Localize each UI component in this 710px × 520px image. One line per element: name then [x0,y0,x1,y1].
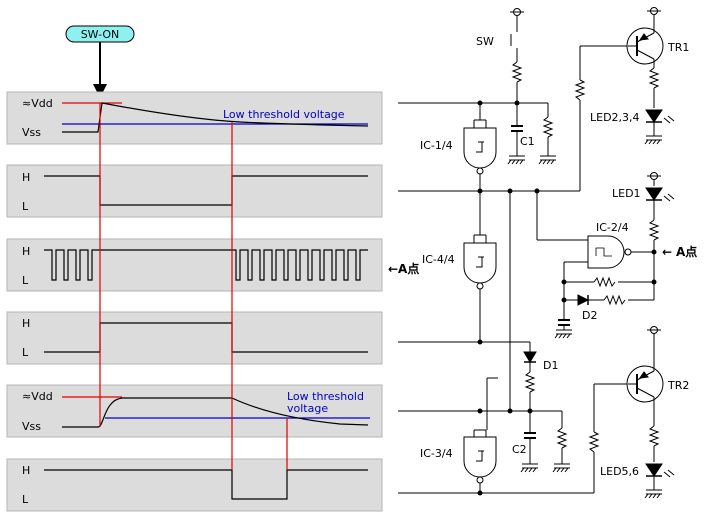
ic1-gate [463,119,497,191]
led234-label: LED2,3,4 [590,111,640,124]
row3-high-label: H [22,245,30,258]
row1-low-label: Vss [22,126,41,139]
c1-label: C1 [520,135,535,148]
tr2-transistor [626,334,664,426]
waveform-panel-5 [6,384,383,438]
row5-low-label: Vss [22,420,41,433]
ic2-gate [564,235,654,269]
row5-threshold-line2: voltage [287,402,328,415]
timing-chart: SW-ON ≈Vdd Vss Low threshold voltage H L… [6,25,419,512]
row2-high-label: H [22,171,30,184]
a-point-circuit-label: ← [662,245,672,259]
row3-low-label: L [22,274,29,287]
circuit-schematic: SW C1 IC-1/4 [398,7,697,499]
ic4-gate [463,234,497,342]
ic3-gate [463,429,497,493]
d1-label: D1 [543,359,558,372]
led234 [644,109,675,145]
a-point-marker: ←A点 [388,261,419,276]
ic2-label: IC-2/4 [596,221,629,234]
row5-threshold-line1: Low threshold [287,390,364,403]
waveform-panel-4 [6,311,383,365]
row4-high-label: H [22,317,30,330]
led1 [645,187,675,220]
waveform-panel-6 [6,458,383,512]
row1-threshold-label: Low threshold voltage [223,108,345,121]
row4-low-label: L [22,346,29,359]
led56 [644,463,675,499]
tr1-transistor [626,18,664,68]
waveform-panel-2 [6,164,383,218]
c2-label: C2 [512,443,527,456]
a-point-circuit-text: A点 [676,244,697,259]
row5-high-label: ≈Vdd [22,390,53,403]
row1-high-label: ≈Vdd [22,97,53,110]
sw-on-marker: SW-ON [65,25,135,98]
sw-on-label: SW-ON [81,28,120,41]
row6-high-label: H [22,464,30,477]
led56-label: LED5,6 [600,465,639,478]
d2-label: D2 [582,309,597,322]
waveform-panel-3 [6,238,383,292]
ic4-label: IC-4/4 [422,253,455,266]
tr2-label: TR2 [667,379,689,392]
row6-low-label: L [22,493,29,506]
sw-label: SW [476,35,494,48]
led1-label: LED1 [612,187,641,200]
tr1-label: TR1 [667,41,689,54]
ic1-label: IC-1/4 [420,139,453,152]
row2-low-label: L [22,200,29,213]
sw-supply [510,8,524,103]
ic3-label: IC-3/4 [420,447,453,460]
